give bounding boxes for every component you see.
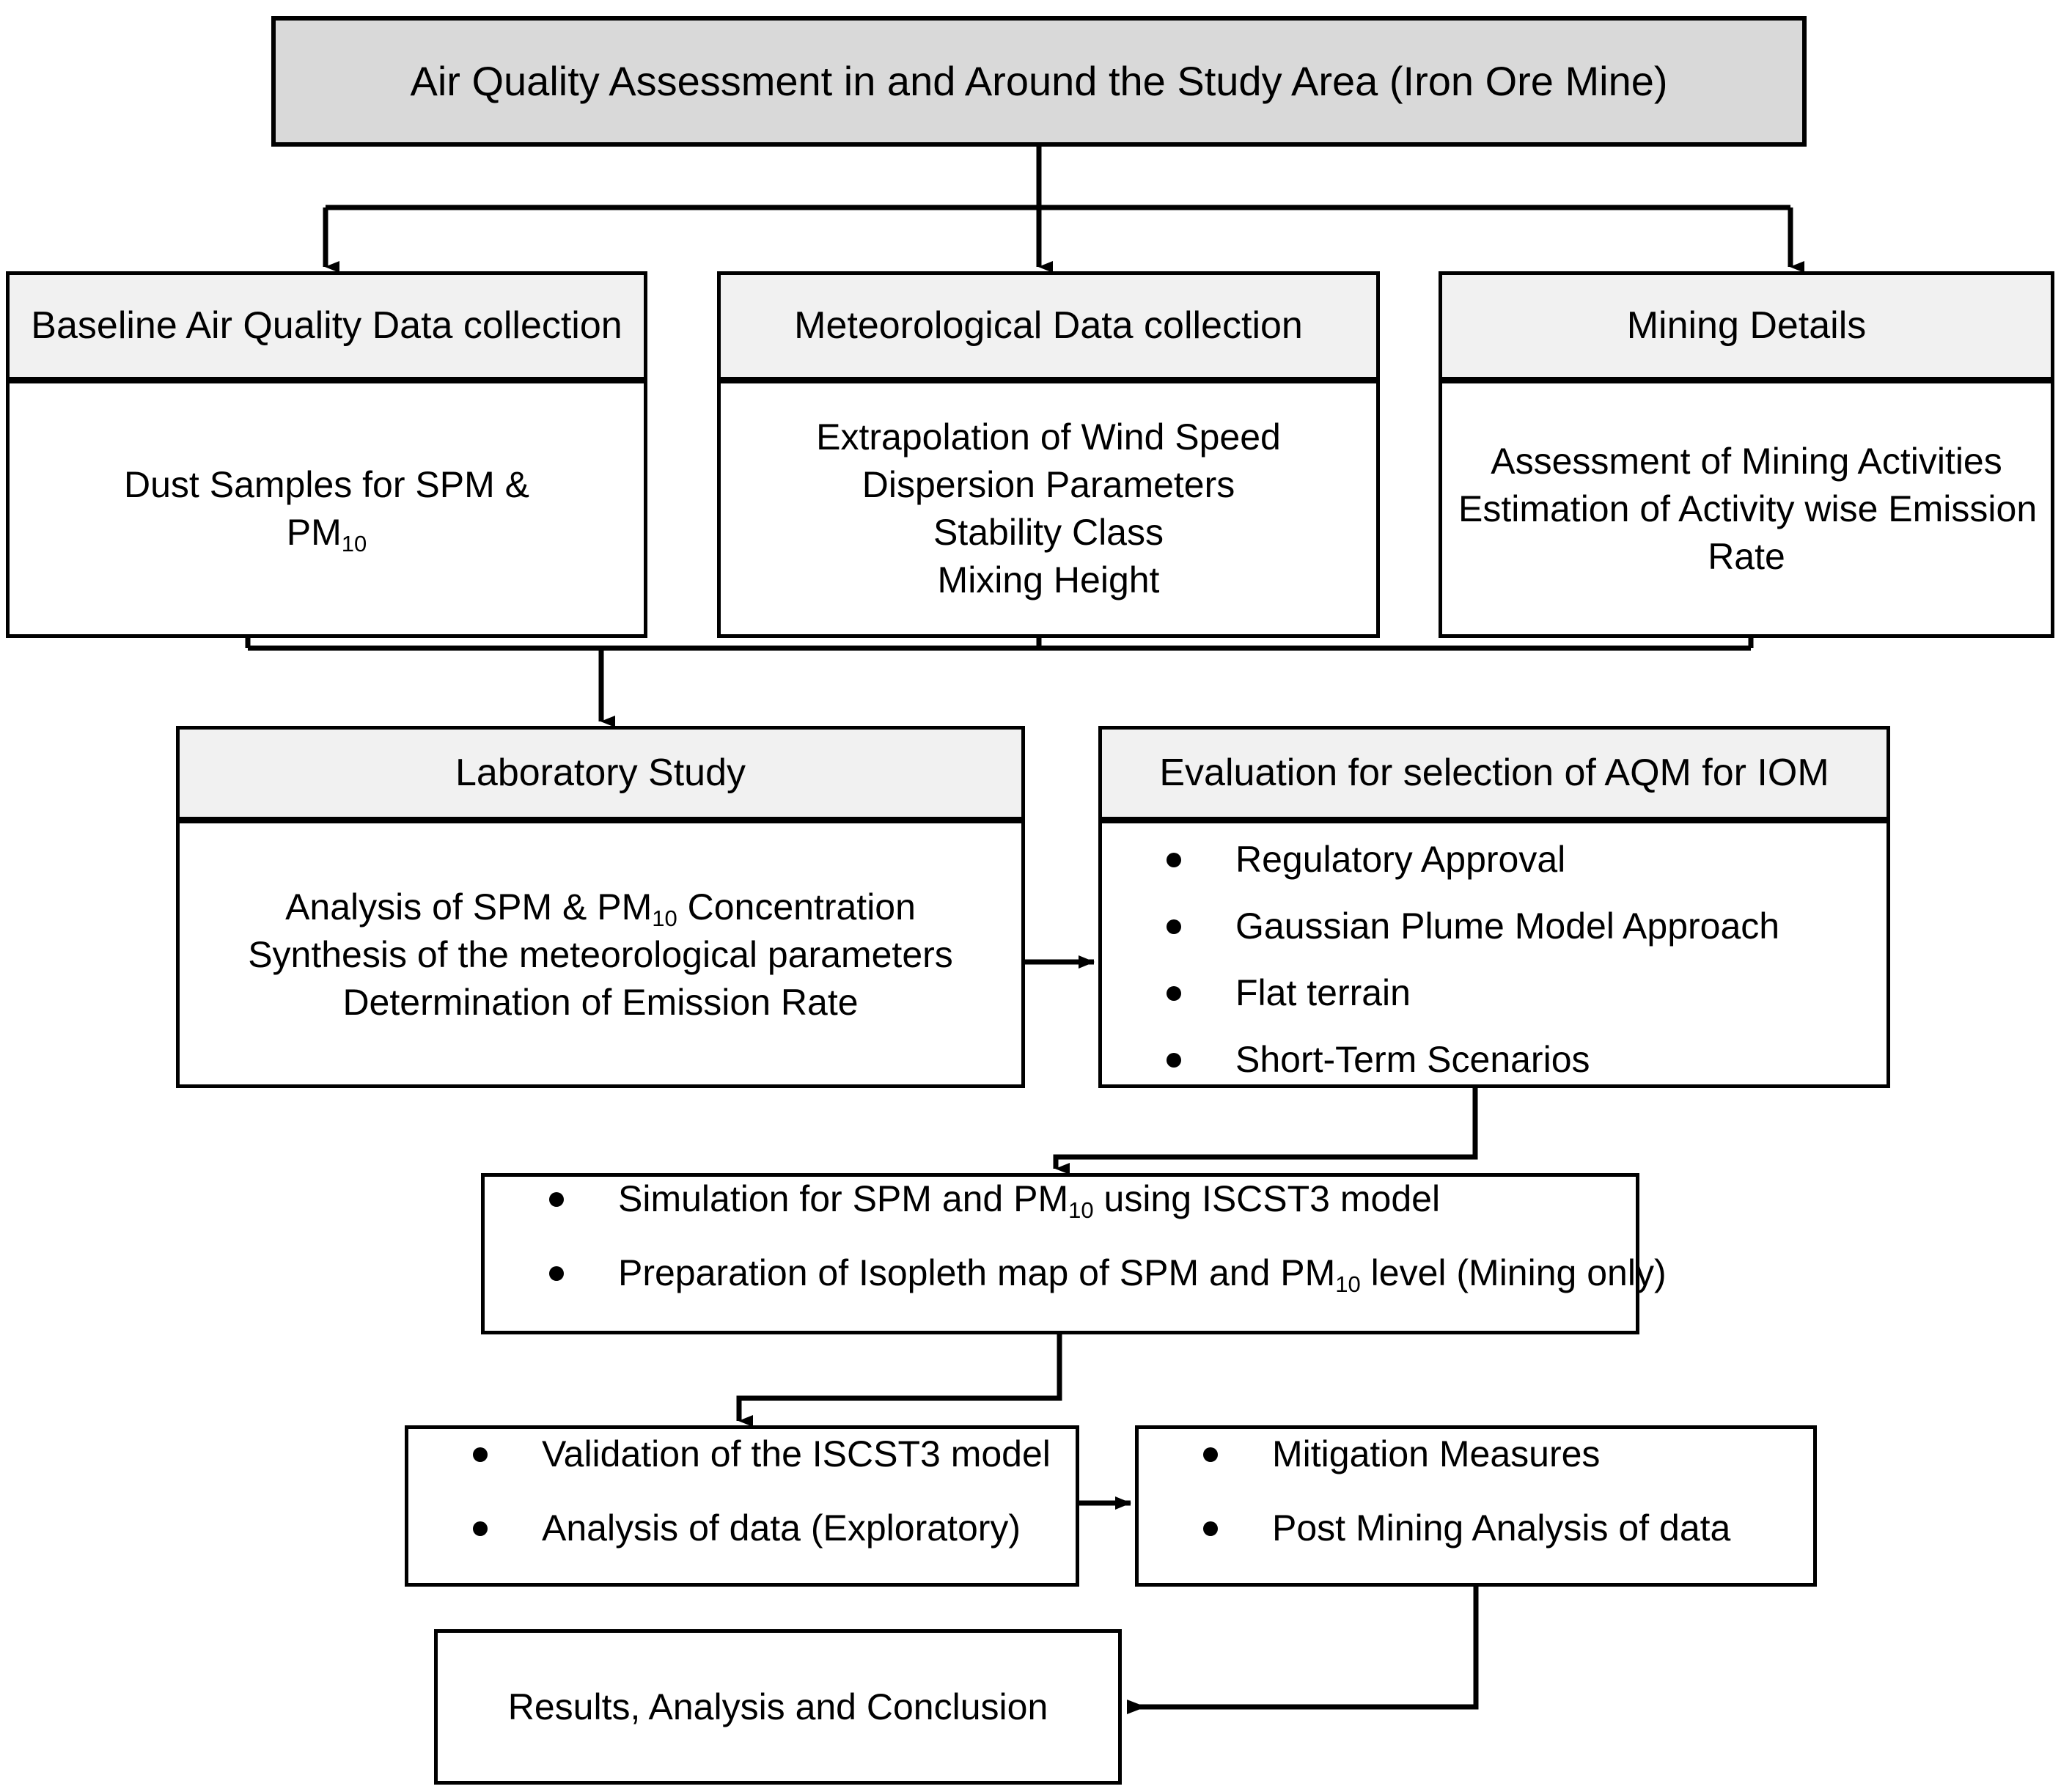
node-baseline-header: Baseline Air Quality Data collection (10, 275, 644, 383)
bullet-dot-icon (473, 1521, 488, 1536)
node-root-title: Air Quality Assessment in and Around the… (276, 21, 1802, 142)
bullet-dot-icon (473, 1447, 488, 1462)
list-item: Preparation of Isopleth map of SPM and P… (542, 1251, 1667, 1298)
list-item-label: Mitigation Measures (1272, 1433, 1601, 1474)
edge-mitigation-to-results (1127, 1587, 1479, 1714)
node-meteorological-line-1: Extrapolation of Wind Speed (816, 416, 1281, 458)
list-item-subscript: 10 (1335, 1271, 1361, 1298)
node-mitigation[interactable]: Mitigation Measures Post Mining Analysis… (1135, 1425, 1817, 1587)
node-baseline-line-2-subscript: 10 (341, 531, 367, 557)
node-mitigation-body: Mitigation Measures Post Mining Analysis… (1139, 1429, 1813, 1583)
list-item: Post Mining Analysis of data (1196, 1506, 1797, 1551)
node-laboratory-study-line-3: Determination of Emission Rate (342, 981, 859, 1023)
node-simulation-list: Simulation for SPM and PM10 using ISCST3… (501, 1177, 1667, 1325)
node-mitigation-list: Mitigation Measures Post Mining Analysis… (1155, 1432, 1797, 1580)
node-baseline-line-2-base: PM (286, 512, 342, 553)
node-simulation[interactable]: Simulation for SPM and PM10 using ISCST3… (481, 1173, 1667, 1334)
node-results-label: Results, Analysis and Conclusion (507, 1686, 1048, 1727)
node-results-body: Results, Analysis and Conclusion (438, 1633, 1118, 1781)
node-mining-details-line-2: Estimation of Activity wise Emission (1458, 488, 2038, 529)
edge-evaluation-to-simulation (1053, 1088, 1478, 1175)
bullet-dot-icon (1167, 1052, 1181, 1068)
node-simulation-body: Simulation for SPM and PM10 using ISCST3… (485, 1177, 1667, 1331)
node-laboratory-study-line-2: Synthesis of the meteorological paramete… (248, 933, 953, 975)
list-item: Analysis of data (Exploratory) (466, 1506, 1059, 1551)
node-laboratory-study-line-1-subscript: 10 (652, 905, 677, 931)
node-meteorological-line-2: Dispersion Parameters (862, 464, 1235, 505)
list-item-subscript: 10 (1068, 1197, 1094, 1224)
bullet-dot-icon (1203, 1521, 1218, 1536)
list-item: Flat terrain (1159, 971, 1870, 1015)
node-evaluation-aqm-body: Regulatory Approval Gaussian Plume Model… (1102, 823, 1887, 1086)
list-item-label: Gaussian Plume Model Approach (1235, 905, 1780, 947)
node-meteorological-data[interactable]: Meteorological Data collection Extrapola… (717, 271, 1380, 638)
list-item: Validation of the ISCST3 model (466, 1432, 1059, 1477)
node-laboratory-study-line-1-b: Concentration (677, 886, 916, 927)
node-laboratory-study-line-1-a: Analysis of SPM & PM (285, 886, 653, 927)
bullet-dot-icon (549, 1265, 564, 1281)
bullet-dot-icon (1203, 1447, 1218, 1462)
node-meteorological-body: Extrapolation of Wind Speed Dispersion P… (721, 383, 1376, 634)
list-item-label-a: Preparation of Isopleth map of SPM and P… (618, 1252, 1336, 1293)
node-meteorological-line-3: Stability Class (933, 512, 1164, 553)
bullet-dot-icon (549, 1191, 564, 1207)
node-mining-details-line-3: Rate (1708, 535, 1785, 577)
list-item: Gaussian Plume Model Approach (1159, 904, 1870, 949)
list-item-label: Short-Term Scenarios (1235, 1039, 1590, 1080)
node-baseline-line-1: Dust Samples for SPM & (124, 464, 529, 505)
list-item-label: Analysis of data (Exploratory) (542, 1507, 1021, 1549)
node-baseline-body: Dust Samples for SPM & PM10 (10, 383, 644, 634)
node-results[interactable]: Results, Analysis and Conclusion (434, 1629, 1122, 1785)
node-meteorological-header: Meteorological Data collection (721, 275, 1376, 383)
bullet-dot-icon (1167, 852, 1181, 867)
edge-simulation-to-validation (736, 1334, 1062, 1427)
node-root[interactable]: Air Quality Assessment in and Around the… (271, 16, 1807, 147)
node-validation-list: Validation of the ISCST3 model Analysis … (425, 1432, 1059, 1580)
list-item: Simulation for SPM and PM10 using ISCST3… (542, 1177, 1620, 1224)
list-item: Regulatory Approval (1159, 837, 1870, 882)
node-evaluation-aqm-header: Evaluation for selection of AQM for IOM (1102, 730, 1887, 823)
node-laboratory-study-header: Laboratory Study (180, 730, 1021, 823)
node-mining-details[interactable]: Mining Details Assessment of Mining Acti… (1439, 271, 2054, 638)
node-baseline-air-quality[interactable]: Baseline Air Quality Data collection Dus… (6, 271, 647, 638)
list-item-label-b: level (Mining only) (1360, 1252, 1667, 1293)
list-item-label: Flat terrain (1235, 972, 1411, 1013)
node-laboratory-study-line-1: Analysis of SPM & PM10 Concentration (196, 884, 1005, 931)
list-item-label: Validation of the ISCST3 model (542, 1433, 1051, 1474)
list-item: Mitigation Measures (1196, 1432, 1797, 1477)
node-laboratory-study-body: Analysis of SPM & PM10 Concentration Syn… (180, 823, 1021, 1086)
node-mining-details-line-1: Assessment of Mining Activities (1491, 440, 2002, 482)
node-laboratory-study[interactable]: Laboratory Study Analysis of SPM & PM10 … (176, 726, 1025, 1088)
node-validation[interactable]: Validation of the ISCST3 model Analysis … (405, 1425, 1079, 1587)
node-evaluation-aqm-list: Regulatory Approval Gaussian Plume Model… (1118, 837, 1870, 1082)
node-evaluation-aqm[interactable]: Evaluation for selection of AQM for IOM … (1098, 726, 1890, 1088)
bullet-dot-icon (1167, 985, 1181, 1001)
node-validation-body: Validation of the ISCST3 model Analysis … (408, 1429, 1076, 1583)
node-mining-details-header: Mining Details (1442, 275, 2051, 383)
node-baseline-line-2: PM10 (26, 509, 628, 556)
node-mining-details-body: Assessment of Mining Activities Estimati… (1442, 383, 2051, 634)
list-item-label: Post Mining Analysis of data (1272, 1507, 1731, 1549)
bullet-dot-icon (1167, 919, 1181, 934)
list-item-label: Regulatory Approval (1235, 839, 1566, 880)
list-item: Short-Term Scenarios (1159, 1037, 1870, 1082)
list-item-label-a: Simulation for SPM and PM (618, 1178, 1069, 1219)
node-meteorological-line-4: Mixing Height (937, 559, 1160, 600)
list-item-label-b: using ISCST3 model (1093, 1178, 1441, 1219)
